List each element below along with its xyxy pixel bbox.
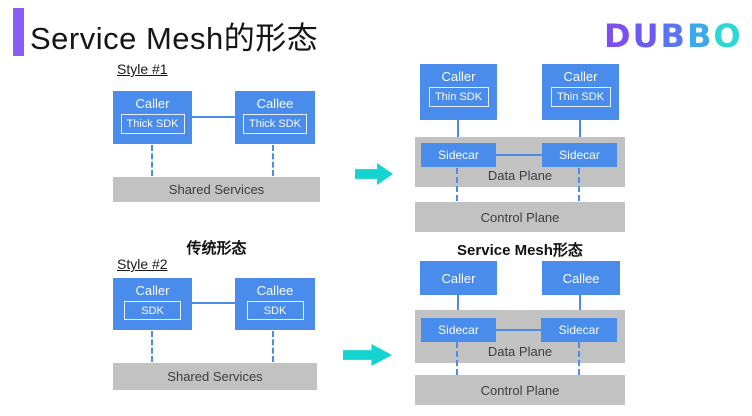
mesh-bottom-sidecar-right: Sidecar [541,318,617,342]
mesh-top-sidecar-right: Sidecar [542,143,617,167]
mesh-bottom-caller-node: Caller [420,261,497,295]
style2-connector-line [192,302,235,304]
mesh-top-caller1-node: Caller Thin SDK [420,64,497,120]
mesh-bottom-callee-node: Callee [542,261,620,295]
mesh-bottom-node-link-right [579,295,581,318]
mesh-top-sidecar-connector [496,154,542,156]
mesh-top-sidecar-left-label: Sidecar [438,148,479,162]
mesh-bottom-node-link-left [457,295,459,318]
style2-shared-services-bar: Shared Services [113,363,317,390]
style1-callee-sdk-box: Thick SDK [243,114,307,134]
logo-letter-d: D [604,17,633,55]
style1-label: Style #1 [117,61,168,77]
mesh-top-sidecar-right-label: Sidecar [559,148,600,162]
mesh-bottom-control-plane-label: Control Plane [480,382,560,398]
style2-label: Style #2 [117,256,168,272]
style2-callee-title: Callee [256,283,294,298]
dubbo-logo: DUBBO [604,17,743,55]
mesh-top-caller1-sdk-label: Thin SDK [434,91,483,103]
traditional-section-title: 传统形态 [186,240,247,257]
style1-callee-title: Callee [256,96,294,111]
style2-dashed-line-left [151,331,153,362]
mesh-top-node-link-right [579,120,581,143]
mesh-top-node-link-left [457,120,459,143]
style2-shared-services-label: Shared Services [167,369,263,384]
style1-dashed-line-left [151,145,153,176]
page-title: Service Mesh的形态 [30,21,319,56]
mesh-bottom-data-plane-label: Data Plane [487,344,553,359]
style1-caller-title: Caller [135,96,170,111]
mesh-top-dashed-line-right [578,168,580,201]
logo-letter-u: U [632,17,661,55]
style1-callee-node: Callee Thick SDK [235,91,315,144]
mesh-bottom-sidecar-left-label: Sidecar [438,323,479,337]
mesh-top-caller2-sdk-label: Thin SDK [556,91,605,103]
mesh-bottom-caller-title: Caller [441,270,476,286]
mesh-bottom-sidecar-connector [496,329,541,331]
mesh-bottom-sidecar-left: Sidecar [421,318,496,342]
mesh-bottom-dashed-line-left [456,342,458,375]
logo-letter-b1: B [660,17,687,55]
style2-caller-title: Caller [135,283,170,298]
style1-callee-sdk-label: Thick SDK [249,118,301,130]
style2-callee-sdk-box: SDK [246,301,304,320]
mesh-bottom-control-plane-bar: Control Plane [415,375,625,405]
style2-caller-sdk-box: SDK [124,301,181,320]
style2-callee-sdk-label: SDK [263,304,287,317]
style2-caller-sdk-label: SDK [141,304,164,317]
title-accent-bar [13,8,24,56]
style1-caller-sdk-box: Thick SDK [120,114,185,134]
mesh-section-title: Service Mesh形态 [457,242,583,259]
mesh-top-caller2-sdk-box: Thin SDK [550,87,611,107]
mesh-top-dashed-line-left [456,168,458,201]
mesh-top-caller1-sdk-box: Thin SDK [428,87,489,107]
style2-callee-node: Callee SDK [235,278,315,330]
style1-caller-node: Caller Thick SDK [113,91,192,144]
mesh-top-caller2-node: Caller Thin SDK [542,64,619,120]
mesh-bottom-dashed-line-right [578,342,580,375]
mesh-top-sidecar-left: Sidecar [421,143,496,167]
mesh-bottom-sidecar-right-label: Sidecar [558,323,600,337]
mesh-top-data-plane-label: Data Plane [487,168,553,183]
mesh-top-control-plane-bar: Control Plane [415,202,625,232]
mesh-top-control-plane-label: Control Plane [480,209,560,225]
mesh-bottom-callee-title: Callee [562,270,600,286]
style1-shared-services-bar: Shared Services [113,177,320,202]
arrow-right-icon [343,344,392,366]
style1-shared-services-label: Shared Services [168,182,265,197]
mesh-top-caller2-title: Caller [563,69,598,84]
style2-caller-node: Caller SDK [113,278,192,330]
style2-dashed-line-right [272,331,274,362]
logo-letter-b2: B [686,17,714,55]
style1-caller-sdk-label: Thick SDK [126,118,179,130]
mesh-top-caller1-title: Caller [441,69,476,84]
logo-letter-o: O [713,17,743,55]
style1-dashed-line-right [272,145,274,176]
arrow-right-icon [355,163,393,185]
style1-connector-line [192,116,235,118]
